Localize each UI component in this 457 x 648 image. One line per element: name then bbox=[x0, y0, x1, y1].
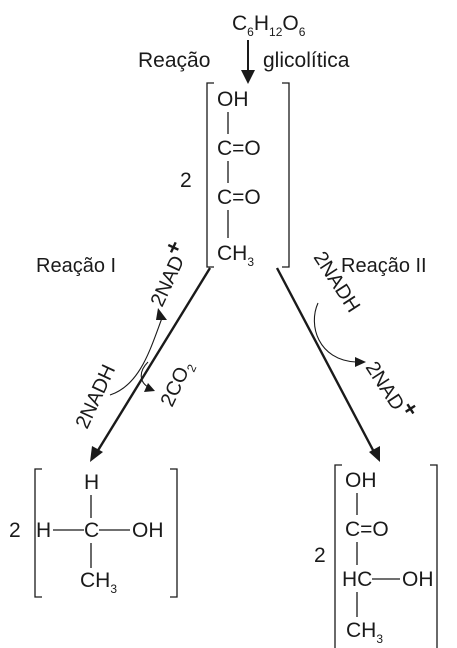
lactate-oh: OH bbox=[345, 469, 377, 492]
reaction-i-co2: 2CO2 bbox=[157, 357, 200, 411]
glycolysis-arrow bbox=[241, 40, 255, 84]
lactate-carbonyl: C=O bbox=[345, 518, 389, 541]
reaction-ii-label: Reação II bbox=[341, 255, 427, 277]
ethanol-h-left: H bbox=[36, 519, 51, 542]
reaction-i-nadh: 2NADH bbox=[72, 361, 121, 432]
reaction-ii-nad-plus: 2NAD+ bbox=[361, 352, 425, 426]
lactate-structure: 2 OH C=O HC OH CH3 bbox=[314, 464, 438, 648]
pyruvate-structure: 2 OH C=O C=O CH3 bbox=[180, 82, 290, 269]
ethanol-h-top: H bbox=[84, 471, 99, 494]
pyruvate-carbonyl-2: C=O bbox=[217, 186, 261, 209]
reaction-ii-arrow bbox=[275, 267, 380, 462]
pyruvate-methyl: CH3 bbox=[217, 242, 254, 269]
glycolysis-label-left: Reação bbox=[138, 49, 210, 72]
reaction-i-nad-plus: 2NAD+ bbox=[137, 236, 195, 310]
glycolysis-label-right: glicolítica bbox=[263, 49, 350, 72]
ethanol-coefficient: 2 bbox=[9, 519, 21, 542]
lactate-methyl: CH3 bbox=[346, 619, 383, 646]
glucose-formula: C6H12O6 bbox=[232, 12, 306, 39]
pyruvate-carbonyl-1: C=O bbox=[217, 137, 261, 160]
lactate-coefficient: 2 bbox=[314, 544, 326, 567]
pyruvate-coefficient: 2 bbox=[180, 169, 192, 192]
reaction-ii-curved-arrow bbox=[313, 302, 366, 367]
reaction-i-arrow bbox=[90, 267, 212, 462]
pyruvate-oh: OH bbox=[217, 88, 249, 111]
ethanol-carbon: C bbox=[84, 519, 99, 542]
lactate-hc: HC bbox=[342, 568, 372, 591]
lactate-oh-2: OH bbox=[402, 568, 434, 591]
reaction-i-label: Reação I bbox=[36, 255, 116, 277]
ethanol-methyl: CH3 bbox=[80, 569, 117, 596]
ethanol-oh: OH bbox=[132, 519, 164, 542]
ethanol-structure: 2 H H C OH CH3 bbox=[9, 468, 178, 598]
reaction-i-curved-arrows bbox=[109, 308, 167, 396]
svg-text:C6H12O6: C6H12O6 bbox=[232, 12, 306, 39]
